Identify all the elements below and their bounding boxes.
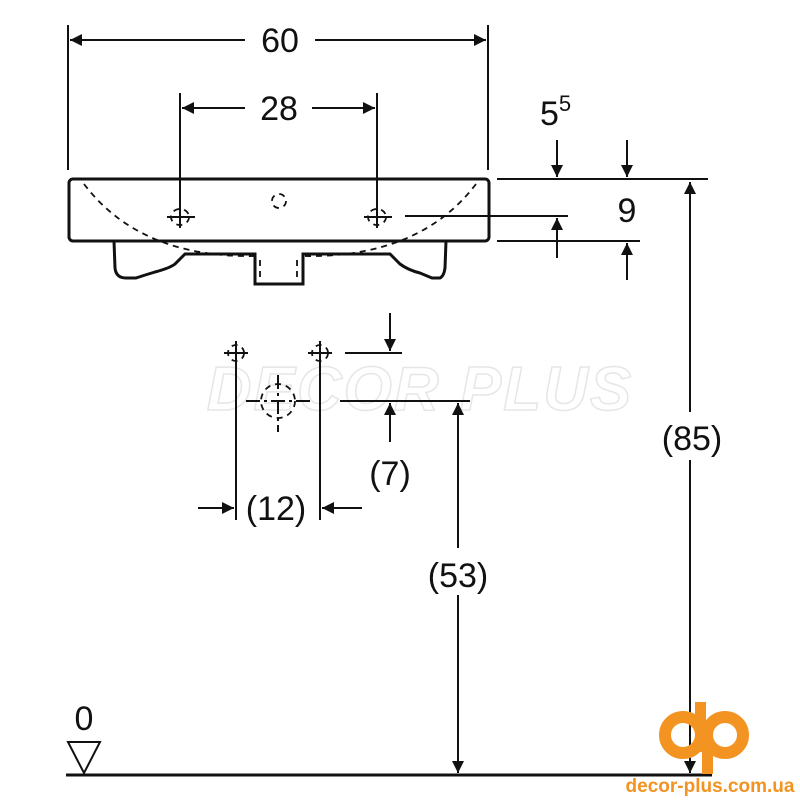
tap-hole-left bbox=[167, 208, 195, 226]
dimension-width: 60 bbox=[67, 22, 489, 170]
rim-offset-label: 5 bbox=[540, 95, 559, 133]
outlet-height-label: (53) bbox=[428, 557, 488, 595]
floor-level-label: 0 bbox=[75, 700, 94, 738]
watermark: DECOR PLUS bbox=[207, 355, 633, 424]
outlet-offset-label: (7) bbox=[369, 455, 411, 493]
outlet-cross-right bbox=[308, 341, 332, 520]
floor-level: 0 bbox=[66, 700, 712, 777]
svg-text:55: 55 bbox=[540, 91, 571, 133]
dimension-rim: 55 9 bbox=[405, 91, 708, 280]
rim-height-label: 9 bbox=[618, 192, 637, 230]
outlet-cross-left bbox=[224, 341, 248, 520]
width-label: 60 bbox=[261, 22, 299, 60]
basin-outline bbox=[67, 177, 491, 286]
rim-offset-superscript: 5 bbox=[559, 91, 571, 116]
dimension-total-height: (85) bbox=[662, 182, 722, 773]
logo-url: decor-plus.com.ua bbox=[626, 776, 795, 797]
wall-outlets: (7) (12) bbox=[198, 313, 470, 528]
drain-outlet bbox=[246, 375, 310, 432]
tap-hole-right bbox=[364, 208, 392, 226]
dimension-tap-spacing: 28 bbox=[179, 90, 378, 228]
outlet-spacing-label: (12) bbox=[246, 490, 306, 528]
decor-plus-logo: decor-plus.com.ua bbox=[626, 702, 795, 797]
dimension-outlet-height: (53) bbox=[428, 403, 488, 773]
total-height-label: (85) bbox=[662, 420, 722, 458]
tap-spacing-label: 28 bbox=[260, 90, 298, 128]
